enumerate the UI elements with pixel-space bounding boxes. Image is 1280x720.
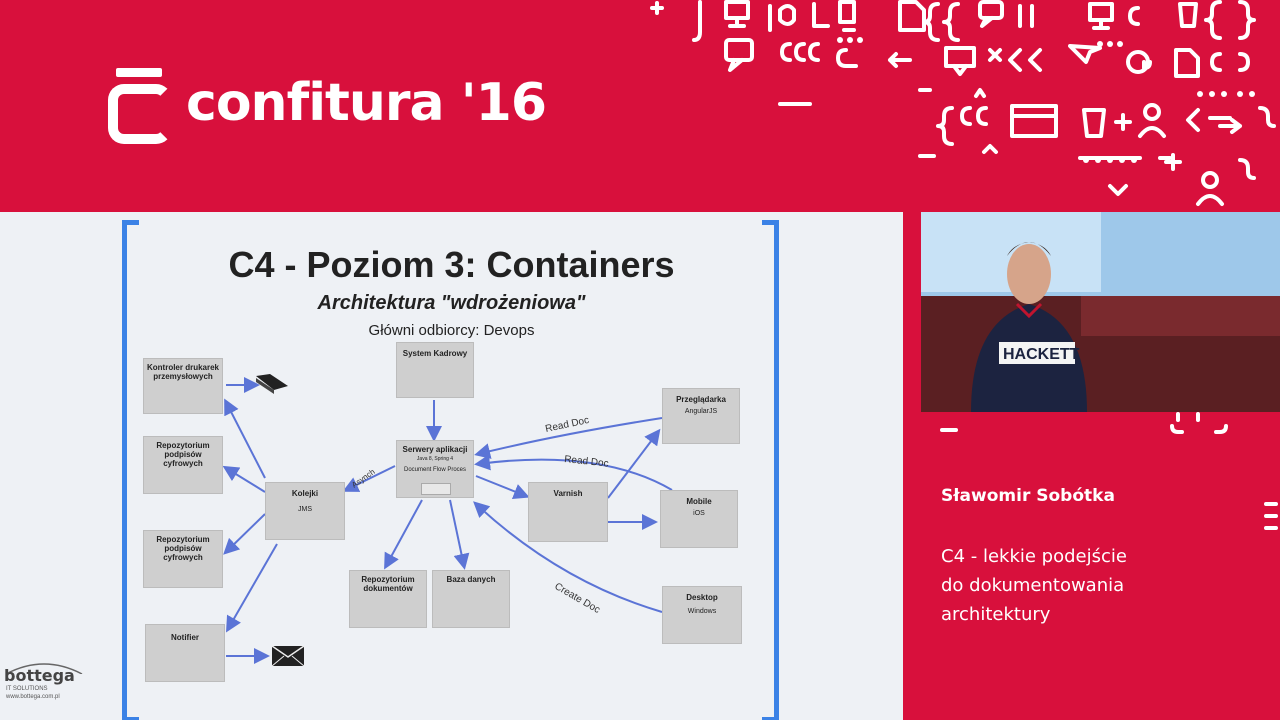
- speaker-name: Sławomir Sobótka: [941, 486, 1115, 506]
- book-icon: [256, 374, 288, 394]
- box-kontroler-title: Kontroler drukarek przemysłowych: [146, 363, 220, 381]
- box-serwery-sub: Java 8, Spring 4: [416, 456, 454, 462]
- box-repo2-title: Repozytorium podpisów cyfrowych: [156, 535, 210, 562]
- logo-text: confitura '16: [186, 73, 547, 133]
- watermark-name: bottega: [4, 666, 75, 685]
- container-diagram-arrows: Read Doc Read Doc Create Doc Asynch: [222, 374, 673, 667]
- box-desktop-title: Desktop: [686, 593, 718, 602]
- box-desktop-sub: Windows: [687, 608, 717, 615]
- talk-title-line-1: C4 - lekkie podejście: [941, 546, 1127, 567]
- slide-title: C4 - Poziom 3: Containers: [228, 244, 675, 285]
- box-repozytorium-podpisow-2: Repozytorium podpisów cyfrowych: [143, 530, 223, 588]
- svg-text:HACKETT: HACKETT: [1003, 346, 1080, 363]
- slide-subtitle: Architektura "wdrożeniowa": [317, 292, 586, 314]
- confitura-logo: confitura '16: [108, 68, 547, 144]
- edge-label-asynch: Asynch: [350, 467, 377, 489]
- box-repozytorium-dokumentow: Repozytorium dokumentów: [349, 570, 427, 628]
- decorative-glyph-pattern: [650, 0, 1276, 206]
- decorative-dashes: [940, 412, 1278, 530]
- talk-title-line-2: do dokumentowania: [941, 575, 1125, 596]
- box-notifier: Notifier: [145, 624, 225, 682]
- talk-title: C4 - lekkie podejście do dokumentowania …: [941, 542, 1261, 629]
- box-system-title: System Kadrowy: [402, 349, 468, 358]
- box-kolejki: Kolejki JMS: [265, 482, 345, 540]
- presentation-slide: C4 - Poziom 3: Containers Architektura "…: [0, 212, 903, 720]
- top-banner: confitura '16: [0, 0, 1280, 212]
- speaker-video: HACKETT: [921, 212, 1280, 412]
- box-desktop: Desktop Windows: [662, 586, 742, 644]
- confitura-logo-icon: [108, 68, 172, 144]
- talk-title-line-3: architektury: [941, 604, 1051, 625]
- box-varnish: Varnish: [528, 482, 608, 542]
- slide-audience: Główni odbiorcy: Devops: [368, 322, 535, 339]
- box-kolejki-sub: JMS: [298, 506, 312, 513]
- bottega-watermark: bottega IT SOLUTIONS www.bottega.com.pl: [4, 660, 84, 710]
- box-serwery-aplikacji: Serwery aplikacji Java 8, Spring 4 Docum…: [396, 440, 474, 498]
- box-varnish-title: Varnish: [553, 489, 583, 498]
- box-repozytorium-podpisow-1: Repozytorium podpisów cyfrowych: [143, 436, 223, 494]
- box-serwery-sub2: Document Flow Proces: [403, 467, 467, 473]
- watermark-tagline: IT SOLUTIONS: [6, 686, 48, 692]
- box-serwery-thumbnail: [421, 483, 451, 495]
- box-mobile: Mobile iOS: [660, 490, 738, 548]
- watermark-url: www.bottega.com.pl: [6, 694, 60, 700]
- edge-label-read-doc-2: Read Doc: [564, 454, 609, 470]
- box-kolejki-title: Kolejki: [291, 489, 319, 498]
- box-repo1-title: Repozytorium podpisów cyfrowych: [156, 441, 210, 468]
- box-kontroler-drukarek: Kontroler drukarek przemysłowych: [143, 358, 223, 414]
- envelope-icon: [271, 645, 305, 667]
- box-repodok-title: Repozytorium dokumentów: [361, 575, 415, 593]
- box-przegladarka: Przeglądarka AngularJS: [662, 388, 740, 444]
- box-baza-title: Baza danych: [446, 575, 496, 584]
- slide-bracket-right: [762, 220, 779, 720]
- box-notifier-title: Notifier: [171, 633, 199, 642]
- slide-bracket-left: [122, 220, 139, 720]
- box-system-kadrowy: System Kadrowy: [396, 342, 474, 398]
- box-przegladarka-sub: AngularJS: [684, 408, 718, 415]
- bottega-arc-icon: [5, 663, 83, 674]
- box-baza-danych: Baza danych: [432, 570, 510, 628]
- box-mobile-sub: iOS: [693, 510, 705, 517]
- box-serwery-title: Serwery aplikacji: [402, 445, 468, 454]
- box-mobile-title: Mobile: [686, 497, 712, 506]
- box-przegladarka-title: Przeglądarka: [676, 395, 726, 404]
